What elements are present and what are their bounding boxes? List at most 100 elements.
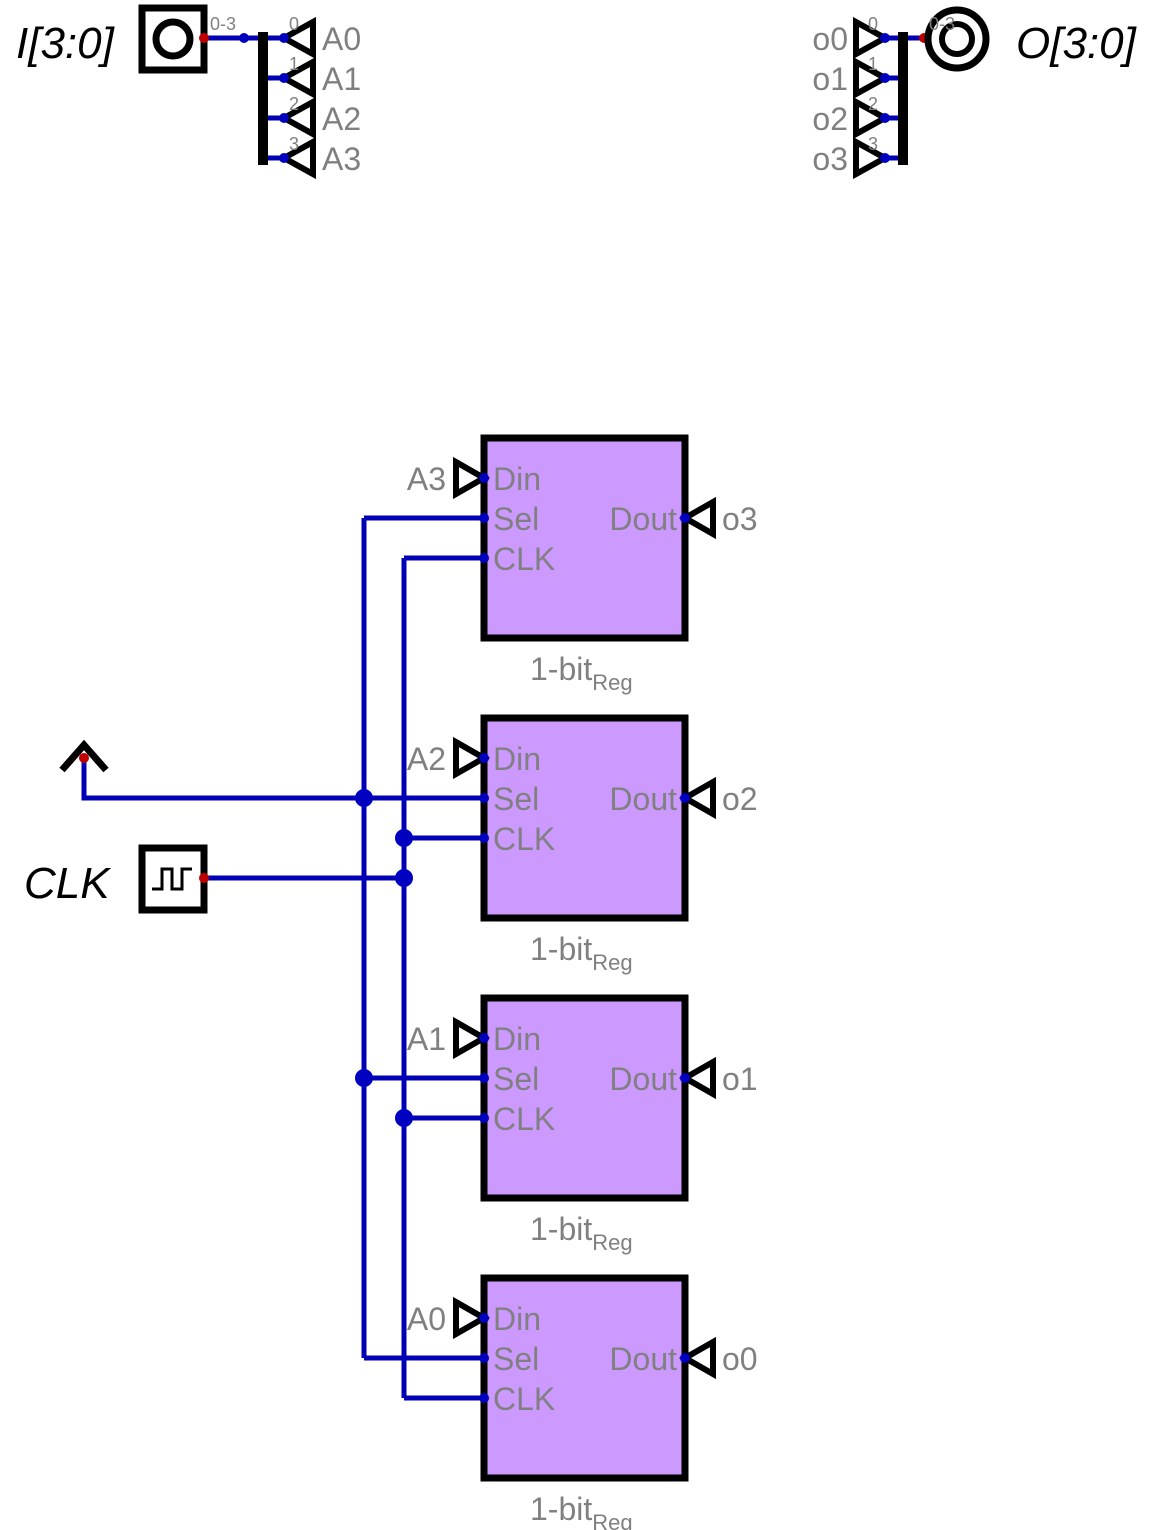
sel-port-label: Sel bbox=[493, 781, 539, 817]
tunnel-icon[interactable] bbox=[678, 776, 716, 820]
clk-port-label: CLK bbox=[493, 1381, 555, 1417]
wire-junction bbox=[395, 869, 413, 887]
register-caption: 1-bitReg bbox=[530, 651, 633, 695]
power-source[interactable] bbox=[59, 739, 109, 773]
tunnel-icon[interactable] bbox=[853, 96, 892, 140]
input-tunnel-label: A2 bbox=[322, 101, 361, 137]
tunnel-icon[interactable] bbox=[453, 456, 491, 500]
register-caption: 1-bitReg bbox=[530, 1491, 633, 1530]
dout-port-label: Dout bbox=[609, 1341, 677, 1377]
port-dot bbox=[479, 1393, 489, 1403]
input-split-index: 2 bbox=[289, 94, 299, 114]
output-split-dot bbox=[880, 153, 890, 163]
input-bus-range: 0-3 bbox=[210, 14, 236, 34]
input-split-index: 0 bbox=[289, 14, 299, 34]
clk-port-label: CLK bbox=[493, 821, 555, 857]
input-tunnel-label: A0 bbox=[322, 21, 361, 57]
sel-port-label: Sel bbox=[493, 1341, 539, 1377]
input-splitter-bar[interactable] bbox=[258, 32, 268, 165]
port-dot bbox=[479, 753, 489, 763]
output-bus-range: 0-3 bbox=[929, 14, 955, 34]
port-dot bbox=[479, 1033, 489, 1043]
register-caption-sub: Reg bbox=[592, 670, 632, 695]
input-bus-dot bbox=[239, 33, 249, 43]
output-pin[interactable] bbox=[924, 6, 990, 72]
tunnel-icon[interactable] bbox=[277, 136, 316, 180]
input-pin-icon bbox=[152, 18, 194, 60]
input-tunnel-label: A3 bbox=[322, 141, 361, 177]
dout-port-label: Dout bbox=[609, 781, 677, 817]
output-split-index: 1 bbox=[868, 54, 878, 74]
tunnel-icon[interactable] bbox=[853, 56, 892, 100]
tunnel-icon[interactable] bbox=[678, 1336, 716, 1380]
wire-junctions bbox=[355, 789, 413, 1127]
output-split-index: 0 bbox=[868, 14, 878, 34]
port-dot bbox=[479, 513, 489, 523]
port-dot bbox=[479, 553, 489, 563]
clk-port-label: CLK bbox=[493, 541, 555, 577]
tunnel-icon[interactable] bbox=[277, 56, 316, 100]
wire-junction bbox=[395, 829, 413, 847]
register-body bbox=[480, 1274, 689, 1482]
clock-source[interactable] bbox=[138, 844, 208, 914]
dout-tunnel-label: o2 bbox=[722, 781, 758, 817]
tunnel-icon[interactable] bbox=[853, 136, 892, 180]
port-dot bbox=[479, 1113, 489, 1123]
port-dot bbox=[479, 1353, 489, 1363]
tunnel-icon[interactable] bbox=[277, 96, 316, 140]
port-dot bbox=[479, 1313, 489, 1323]
tunnel-icon[interactable] bbox=[678, 1056, 716, 1100]
tunnel-icon[interactable] bbox=[853, 16, 892, 60]
power-port-dot bbox=[79, 753, 89, 763]
power-sel-wire bbox=[81, 758, 484, 801]
input-pin-label: I[3:0] bbox=[16, 19, 116, 68]
port-dot bbox=[479, 833, 489, 843]
dout-tunnel-label: o0 bbox=[722, 1341, 758, 1377]
port-dot bbox=[479, 1073, 489, 1083]
output-split-index: 2 bbox=[868, 94, 878, 114]
port-dot bbox=[680, 513, 690, 523]
tunnel-icon[interactable] bbox=[453, 1296, 491, 1340]
clock-label: CLK bbox=[24, 859, 111, 908]
dout-tunnel-label: o1 bbox=[722, 1061, 758, 1097]
register-stack: A3o3DinSelCLKDout1-bitRegA2o2DinSelCLKDo… bbox=[407, 434, 758, 1530]
port-dot bbox=[680, 1353, 690, 1363]
tunnel-icon[interactable] bbox=[678, 496, 716, 540]
output-tunnel-label: o1 bbox=[812, 61, 848, 97]
wire-junction bbox=[395, 1109, 413, 1127]
clock-component: CLK bbox=[24, 844, 209, 914]
register-caption: 1-bitReg bbox=[530, 1211, 633, 1255]
clock-port-dot bbox=[199, 873, 209, 883]
tunnel-icon[interactable] bbox=[453, 1016, 491, 1060]
output-split-index: 3 bbox=[868, 134, 878, 154]
register-caption-main: 1-bit bbox=[530, 651, 592, 687]
output-tunnel-label: o3 bbox=[812, 141, 848, 177]
power-source-icon bbox=[59, 739, 109, 773]
din-port-label: Din bbox=[493, 1021, 541, 1057]
input-split-dot bbox=[279, 33, 289, 43]
output-pin-label: O[3:0] bbox=[1016, 19, 1138, 68]
tunnel-icon[interactable] bbox=[277, 16, 316, 60]
output-split-dot bbox=[880, 33, 890, 43]
register-caption-sub: Reg bbox=[592, 1230, 632, 1255]
dout-port-label: Dout bbox=[609, 1061, 677, 1097]
output-splitter-bar[interactable] bbox=[898, 32, 908, 165]
dout-tunnel-label: o3 bbox=[722, 501, 758, 537]
din-port-label: Din bbox=[493, 1301, 541, 1337]
register-caption-main: 1-bit bbox=[530, 1491, 592, 1527]
output-tunnel-label: o0 bbox=[812, 21, 848, 57]
tunnel-icon[interactable] bbox=[453, 736, 491, 780]
register-caption-main: 1-bit bbox=[530, 1211, 592, 1247]
wire-junction bbox=[355, 789, 373, 807]
din-tunnel-label: A1 bbox=[407, 1021, 446, 1057]
output-tunnel-label: o2 bbox=[812, 101, 848, 137]
output-section: 0 o0 1 o1 2 o2 3 o3 0-3 O[3:0] bbox=[812, 6, 1138, 180]
input-pin[interactable] bbox=[138, 4, 208, 74]
